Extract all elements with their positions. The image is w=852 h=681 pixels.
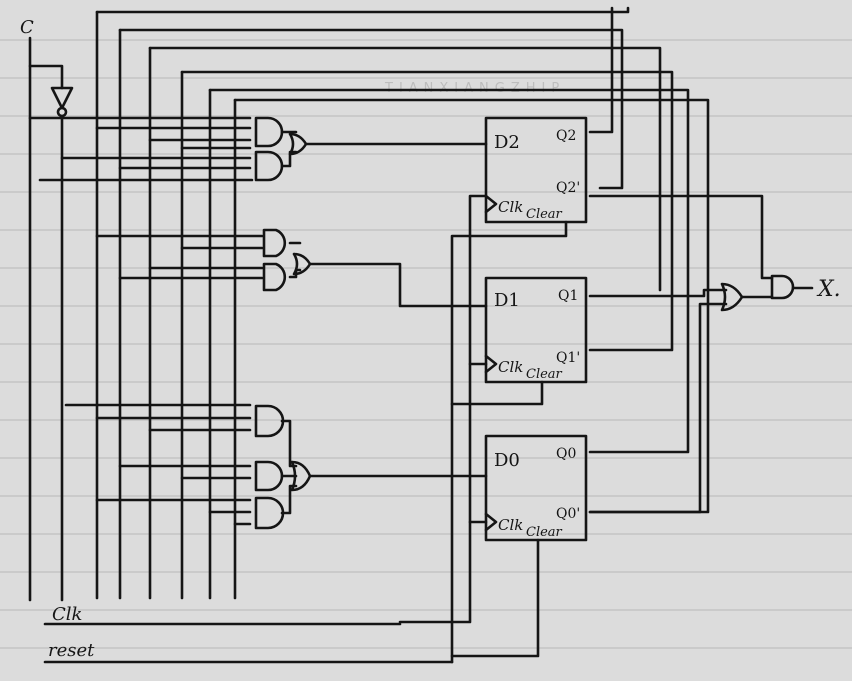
reset-label: reset: [48, 640, 95, 661]
ff0-clear-label: Clear: [526, 525, 563, 540]
ff0-clk-label: Clk: [498, 516, 523, 534]
ff0-q-label: Q0: [556, 446, 576, 462]
ff2-d-label: D2: [494, 132, 520, 153]
ff2-clk-label: Clk: [498, 198, 523, 216]
wiring: [28, 6, 814, 664]
ff1-clear-label: Clear: [526, 367, 563, 382]
ff2-q-label: Q2: [556, 128, 576, 144]
ff2-clear-label: Clear: [526, 207, 563, 222]
ff2-qbar-label: Q2': [556, 180, 580, 196]
paper-rules: [0, 39, 852, 649]
ff1-d-label: D1: [494, 290, 520, 311]
output-x-label: X.: [816, 277, 841, 302]
input-c-label: C: [20, 17, 34, 38]
clk-label: Clk: [52, 604, 82, 625]
ff1-clk-label: Clk: [498, 358, 523, 376]
watermark: TIANXIANGZHIP: [384, 81, 565, 96]
ff1-qbar-label: Q1': [556, 350, 580, 366]
ff1-q-label: Q1: [558, 288, 578, 304]
ff0-d-label: D0: [494, 450, 520, 471]
ff0-qbar-label: Q0': [556, 506, 580, 522]
